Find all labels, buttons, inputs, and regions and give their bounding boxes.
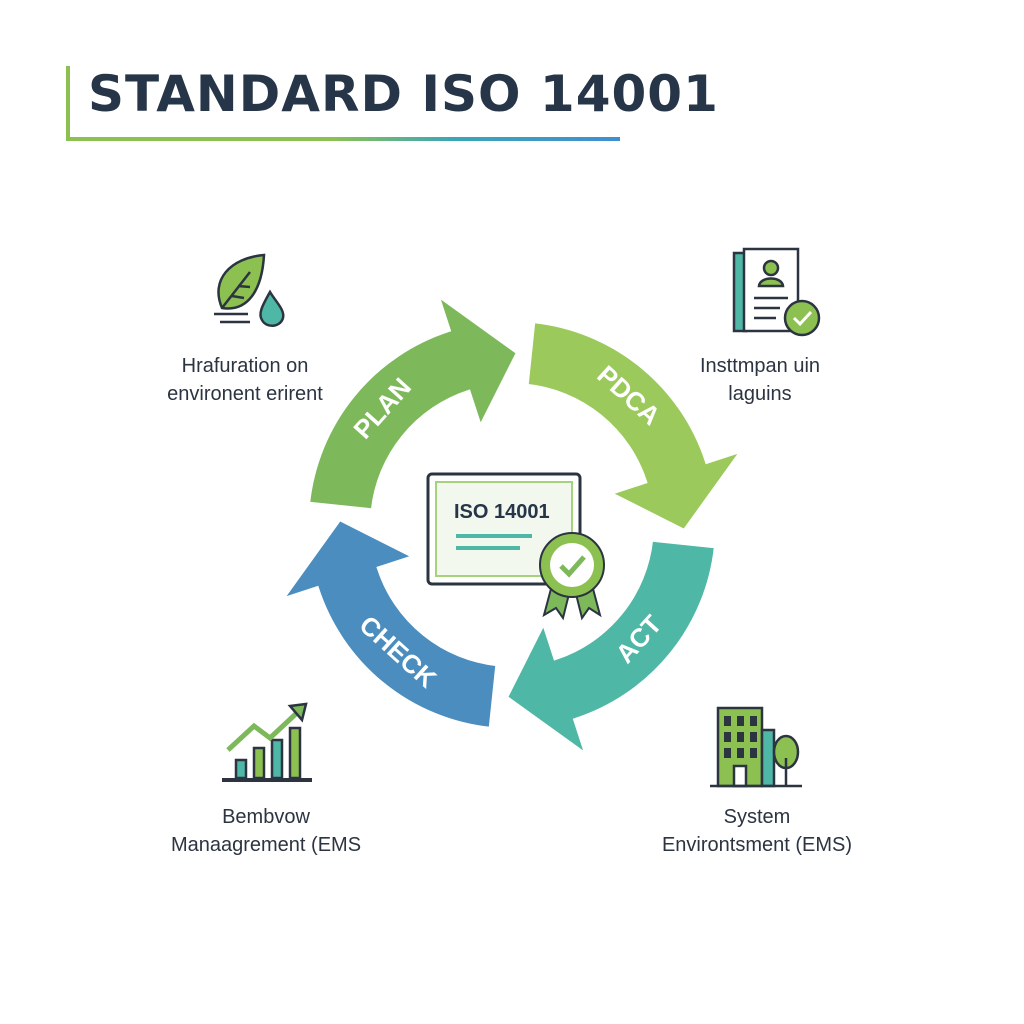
caption-line: Bembvow [222,806,310,828]
cycle-arrow-check [276,516,500,732]
title-underline [66,137,620,141]
cycle-arrow-act [503,537,719,761]
caption-line: System [723,806,791,828]
caption-line: Environtsment (EMS) [661,834,853,856]
caption-top-left: Hrafuration on environent erirent [115,352,375,408]
caption-line: environent erirent [167,383,323,405]
certificate-title: ISO 14001 [454,501,550,523]
cycle-arrow-pdca [524,318,748,534]
document-check-icon [732,247,821,337]
certificate-icon: ISO 14001 [426,472,605,621]
building-tree-icon [710,706,802,788]
growth-chart-icon [222,702,312,782]
caption-line: laguins [728,383,792,405]
caption-line: Manaagrement (EMS [170,834,362,856]
leaf-water-icon [214,253,285,327]
cycle-arrow-plan [305,289,521,513]
caption-line: Insttmpan uin [699,355,821,377]
caption-top-right: Insttmpan uin laguins [630,352,890,408]
page-title: STANDARD ISO 14001 [66,66,719,140]
caption-line: Hrafuration on [181,355,309,377]
